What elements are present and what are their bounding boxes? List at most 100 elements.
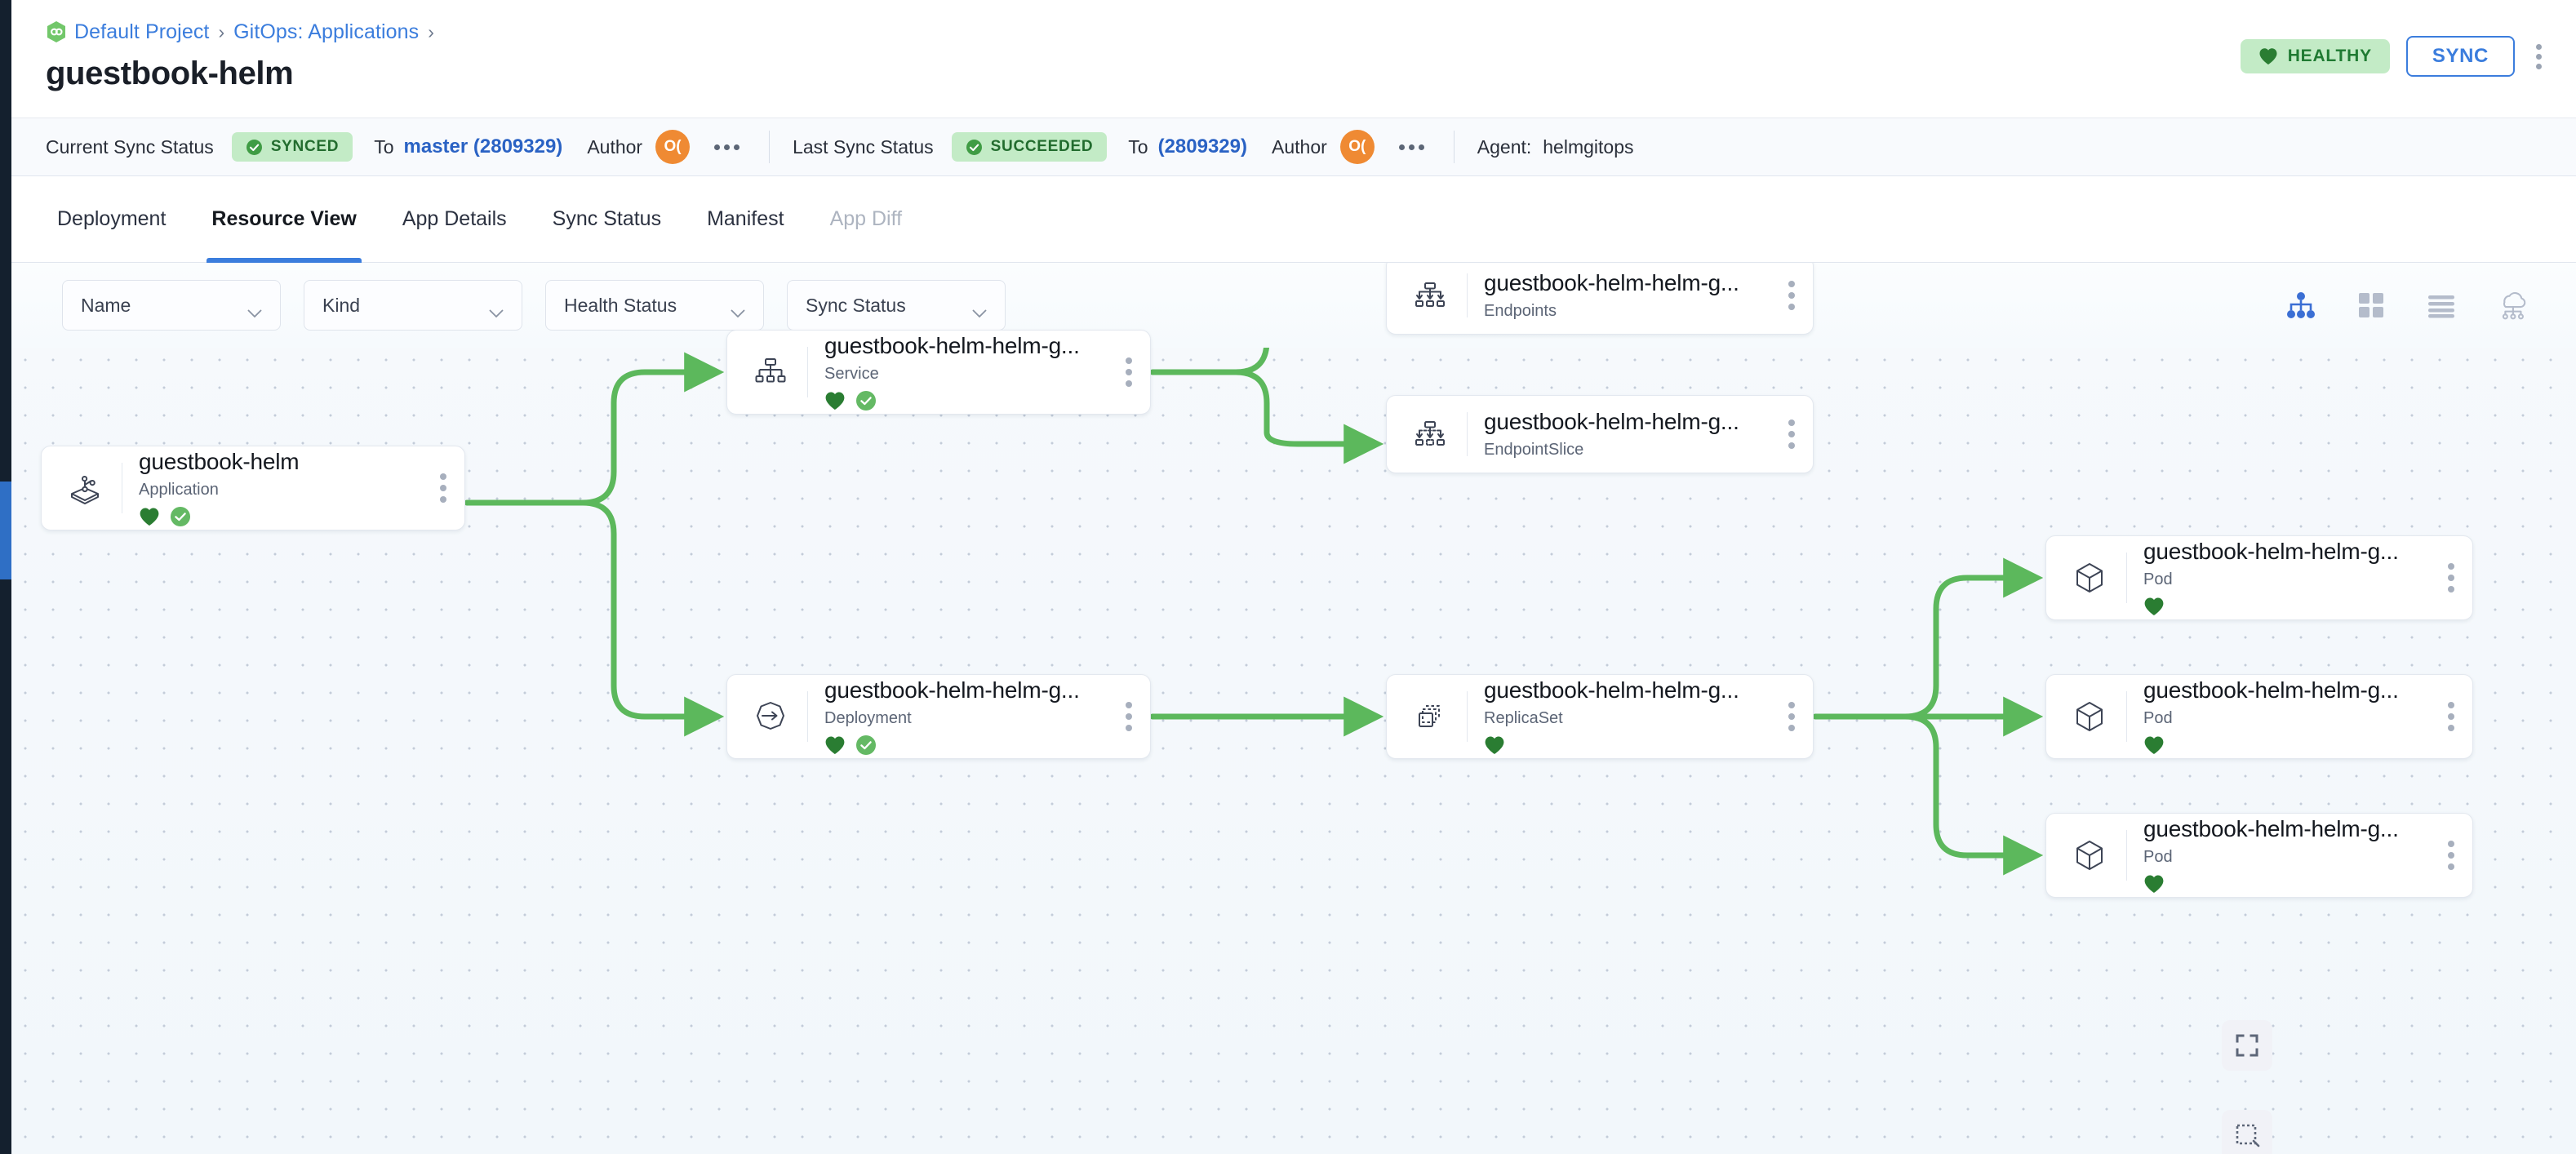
node-overflow-menu-icon[interactable] bbox=[1782, 269, 1813, 322]
graph-node-pod-2[interactable]: guestbook-helm-helm-g... Pod bbox=[2045, 674, 2473, 759]
node-body: guestbook-helm-helm-g... Endpoints bbox=[1484, 270, 1782, 321]
graph-node-application[interactable]: guestbook-helm Application bbox=[41, 446, 465, 530]
node-body: guestbook-helm-helm-g... Pod bbox=[2143, 816, 2441, 894]
heart-icon bbox=[2258, 47, 2278, 65]
node-title: guestbook-helm-helm-g... bbox=[1484, 677, 1739, 703]
tab-manifest[interactable]: Manifest bbox=[707, 207, 784, 230]
filter-kind-label: Kind bbox=[322, 294, 361, 316]
heart-icon bbox=[824, 735, 846, 755]
filter-name-label: Name bbox=[81, 294, 131, 316]
node-body: guestbook-helm-helm-g... Deployment bbox=[824, 677, 1119, 756]
node-title: guestbook-helm-helm-g... bbox=[824, 333, 1080, 358]
filter-name[interactable]: Name bbox=[62, 280, 281, 331]
status-divider-2 bbox=[1453, 131, 1455, 163]
last-sync-overflow-icon[interactable] bbox=[1392, 138, 1431, 157]
last-sync-status-label: Last Sync Status bbox=[793, 135, 934, 158]
graph-node-service[interactable]: guestbook-helm-helm-g... Service bbox=[726, 330, 1151, 415]
graph-node-deployment[interactable]: guestbook-helm-helm-g... Deployment bbox=[726, 674, 1151, 759]
node-divider bbox=[2126, 553, 2127, 603]
heart-icon bbox=[2143, 874, 2165, 894]
resource-graph-canvas[interactable]: Name Kind Health Status Sync Status bbox=[11, 263, 2576, 1154]
current-revision-link[interactable]: master (2809329) bbox=[403, 135, 563, 158]
filter-kind[interactable]: Kind bbox=[304, 280, 522, 331]
last-sync-status-chip-label: SUCCEEDED bbox=[990, 138, 1094, 155]
node-title: guestbook-helm-helm-g... bbox=[2143, 539, 2399, 564]
node-divider bbox=[1467, 273, 1468, 317]
breadcrumb: Default Project › GitOps: Applications › bbox=[46, 20, 436, 44]
select-box-icon[interactable] bbox=[2222, 1110, 2272, 1154]
node-kind: Endpoints bbox=[1484, 302, 1557, 320]
tree-view-icon[interactable] bbox=[2284, 288, 2318, 322]
filter-sync-status-label: Sync Status bbox=[806, 294, 906, 316]
node-kind: Deployment bbox=[824, 709, 912, 727]
graph-node-endpoints[interactable]: guestbook-helm-helm-g... Endpoints bbox=[1386, 263, 1814, 335]
sync-button[interactable]: SYNC bbox=[2405, 36, 2515, 77]
pod-icon bbox=[2064, 837, 2115, 874]
last-author-avatar[interactable]: O( bbox=[1339, 130, 1375, 164]
network-view-icon[interactable] bbox=[2494, 288, 2529, 322]
node-title: guestbook-helm-helm-g... bbox=[2143, 816, 2399, 841]
tab-app-details[interactable]: App Details bbox=[402, 207, 507, 230]
chevron-down-icon bbox=[489, 301, 504, 317]
graph-node-pod-3[interactable]: guestbook-helm-helm-g... Pod bbox=[2045, 813, 2473, 898]
node-body: guestbook-helm-helm-g... Pod bbox=[2143, 539, 2441, 617]
service-icon bbox=[745, 353, 796, 391]
graph-node-replicaset[interactable]: guestbook-helm-helm-g... ReplicaSet bbox=[1386, 674, 1814, 759]
header-overflow-menu-icon[interactable] bbox=[2531, 39, 2547, 74]
node-overflow-menu-icon[interactable] bbox=[1782, 690, 1813, 743]
heart-icon bbox=[2143, 735, 2165, 755]
endpoints-icon bbox=[1405, 277, 1455, 314]
current-sync-overflow-icon[interactable] bbox=[708, 138, 746, 157]
node-divider bbox=[1467, 412, 1468, 456]
synced-check-icon bbox=[855, 390, 877, 411]
node-kind: Application bbox=[139, 481, 219, 499]
check-circle-icon bbox=[246, 139, 263, 156]
breadcrumb-item-gitops-applications[interactable]: GitOps: Applications bbox=[233, 20, 420, 43]
left-nav-active-indicator[interactable] bbox=[0, 482, 11, 579]
fullscreen-icon[interactable] bbox=[2222, 1020, 2272, 1071]
node-overflow-menu-icon[interactable] bbox=[2441, 829, 2472, 881]
node-overflow-menu-icon[interactable] bbox=[2441, 552, 2472, 604]
agent-label: Agent: bbox=[1477, 135, 1532, 158]
node-badges bbox=[824, 735, 1111, 756]
tab-resource-view[interactable]: Resource View bbox=[189, 176, 379, 263]
filter-health-status-label: Health Status bbox=[564, 294, 677, 316]
tab-sync-status[interactable]: Sync Status bbox=[552, 207, 662, 230]
heart-icon bbox=[2143, 597, 2165, 616]
pod-icon bbox=[2064, 698, 2115, 735]
node-badges bbox=[824, 390, 1111, 411]
node-overflow-menu-icon[interactable] bbox=[1119, 690, 1150, 743]
node-overflow-menu-icon[interactable] bbox=[1119, 346, 1150, 398]
node-title: guestbook-helm-helm-g... bbox=[1484, 409, 1739, 434]
status-divider-1 bbox=[769, 131, 771, 163]
node-kind: EndpointSlice bbox=[1484, 441, 1584, 459]
replicaset-icon bbox=[1405, 698, 1455, 735]
node-overflow-menu-icon[interactable] bbox=[433, 462, 464, 514]
current-sync-status-chip: SYNCED bbox=[231, 132, 353, 162]
tab-deployment[interactable]: Deployment bbox=[57, 207, 167, 230]
node-badges bbox=[2143, 873, 2433, 894]
view-mode-group bbox=[2284, 288, 2529, 322]
chevron-down-icon bbox=[731, 301, 745, 317]
list-view-icon[interactable] bbox=[2424, 288, 2458, 322]
graph-node-endpointslice[interactable]: guestbook-helm-helm-g... EndpointSlice bbox=[1386, 395, 1814, 473]
filter-health-status[interactable]: Health Status bbox=[545, 280, 764, 331]
graph-node-pod-1[interactable]: guestbook-helm-helm-g... Pod bbox=[2045, 535, 2473, 620]
last-revision-link[interactable]: (2809329) bbox=[1157, 135, 1247, 158]
current-sync-status-label: Current Sync Status bbox=[46, 135, 214, 158]
breadcrumb-item-default-project[interactable]: Default Project bbox=[74, 20, 210, 43]
filter-sync-status[interactable]: Sync Status bbox=[787, 280, 1006, 331]
node-overflow-menu-icon[interactable] bbox=[2441, 690, 2472, 743]
synced-check-icon bbox=[170, 506, 191, 527]
node-badges bbox=[2143, 735, 2433, 756]
node-title: guestbook-helm-helm-g... bbox=[824, 677, 1080, 703]
heart-icon bbox=[1484, 735, 1505, 755]
node-title: guestbook-helm-helm-g... bbox=[2143, 677, 2399, 703]
node-body: guestbook-helm-helm-g... EndpointSlice bbox=[1484, 409, 1782, 459]
grid-view-icon[interactable] bbox=[2354, 288, 2388, 322]
node-badges bbox=[2143, 596, 2433, 617]
node-overflow-menu-icon[interactable] bbox=[1782, 408, 1813, 460]
current-author-avatar[interactable]: O( bbox=[655, 130, 691, 164]
node-divider bbox=[807, 347, 808, 397]
